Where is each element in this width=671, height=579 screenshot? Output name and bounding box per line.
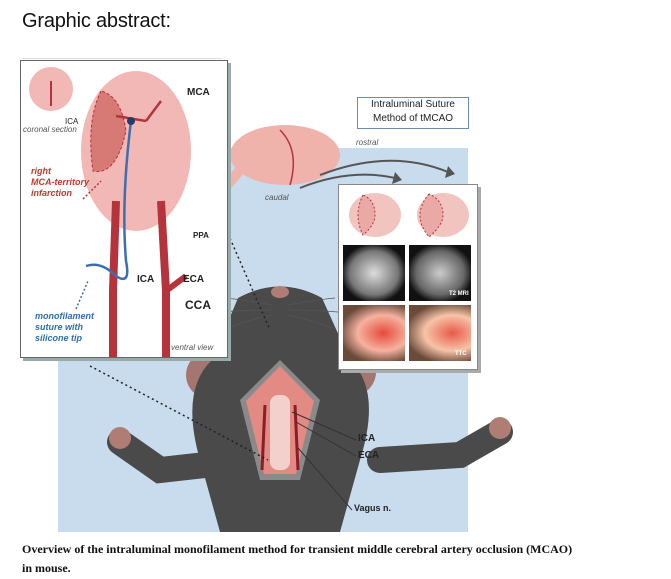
mri-slice-2 (409, 245, 471, 301)
trachea (270, 395, 290, 470)
brain-vasculature-panel: ICA coronal section MCA right MCA-territ… (20, 60, 228, 358)
ttc-label: TTC (455, 351, 467, 357)
label-eca: ECA (183, 274, 205, 285)
mouse-left-hand (109, 427, 131, 449)
inset-label-coronal: coronal section (23, 125, 77, 134)
right-artery (157, 200, 170, 357)
page-heading: Graphic abstract: (22, 10, 171, 32)
infarction-line2: MCA-territory (31, 177, 90, 187)
heading-divider (22, 58, 222, 59)
schematic-slices (349, 193, 469, 238)
label-rostral: rostral (356, 138, 379, 147)
mouse-right-hand (489, 417, 511, 439)
caption-line1: Overview of the intraluminal monofilamen… (22, 542, 573, 556)
mri-label: T2 MRI (449, 291, 469, 297)
suture-line3: silicone tip (35, 333, 83, 343)
label-cca: CCA (185, 298, 211, 312)
suture-line2: suture with (35, 322, 84, 332)
ttc-slice-1 (343, 305, 405, 361)
neck-label-eca: ECA (358, 450, 380, 461)
suture-tip (127, 117, 135, 125)
graphic-abstract-figure: rostral caudal Intraluminal Suture Metho… (0, 60, 671, 532)
mri-slice-1 (343, 245, 405, 301)
mouse-whiskers (221, 297, 339, 329)
figure-caption: Overview of the intraluminal monofilamen… (22, 540, 662, 578)
method-title-line1: Intraluminal Suture (371, 99, 455, 110)
lateral-brain (230, 125, 340, 185)
method-title-line2: Method of tMCAO (372, 113, 454, 124)
mouse-illustration (89, 125, 513, 532)
mouse-nose (271, 286, 289, 298)
label-ica: ICA (137, 274, 155, 285)
infarct-region (90, 90, 127, 172)
brain-vasculature-diagram (29, 67, 191, 357)
mouse-right-arm (367, 419, 513, 473)
suture-line1: monofilament (35, 311, 95, 321)
caption-line2: in mouse. (22, 561, 71, 575)
label-caudal: caudal (265, 193, 289, 202)
left-artery (109, 200, 120, 357)
ttc-slice-2 (409, 305, 471, 361)
label-ventral-view: ventral view (171, 343, 214, 352)
arrow-to-slice-1 (299, 173, 396, 189)
label-ppa: PPA (193, 231, 209, 240)
neck-label-ica: ICA (358, 433, 376, 444)
infarction-line3: infarction (31, 188, 73, 198)
label-mca: MCA (187, 87, 210, 98)
neck-label-vagus: Vagus n. (354, 503, 392, 513)
label-infarction: right MCA-territory infarction (31, 166, 89, 199)
suture-filament (85, 120, 133, 281)
arrow-to-slice-2 (319, 159, 449, 176)
method-title-box: Intraluminal Suture Method of tMCAO (357, 97, 469, 129)
label-suture: monofilament suture with silicone tip (35, 311, 94, 344)
inset-label-ica: ICA (65, 117, 79, 126)
brain-slices-panel: T2 MRI TTC (338, 184, 478, 370)
infarction-line1: right (31, 166, 51, 176)
